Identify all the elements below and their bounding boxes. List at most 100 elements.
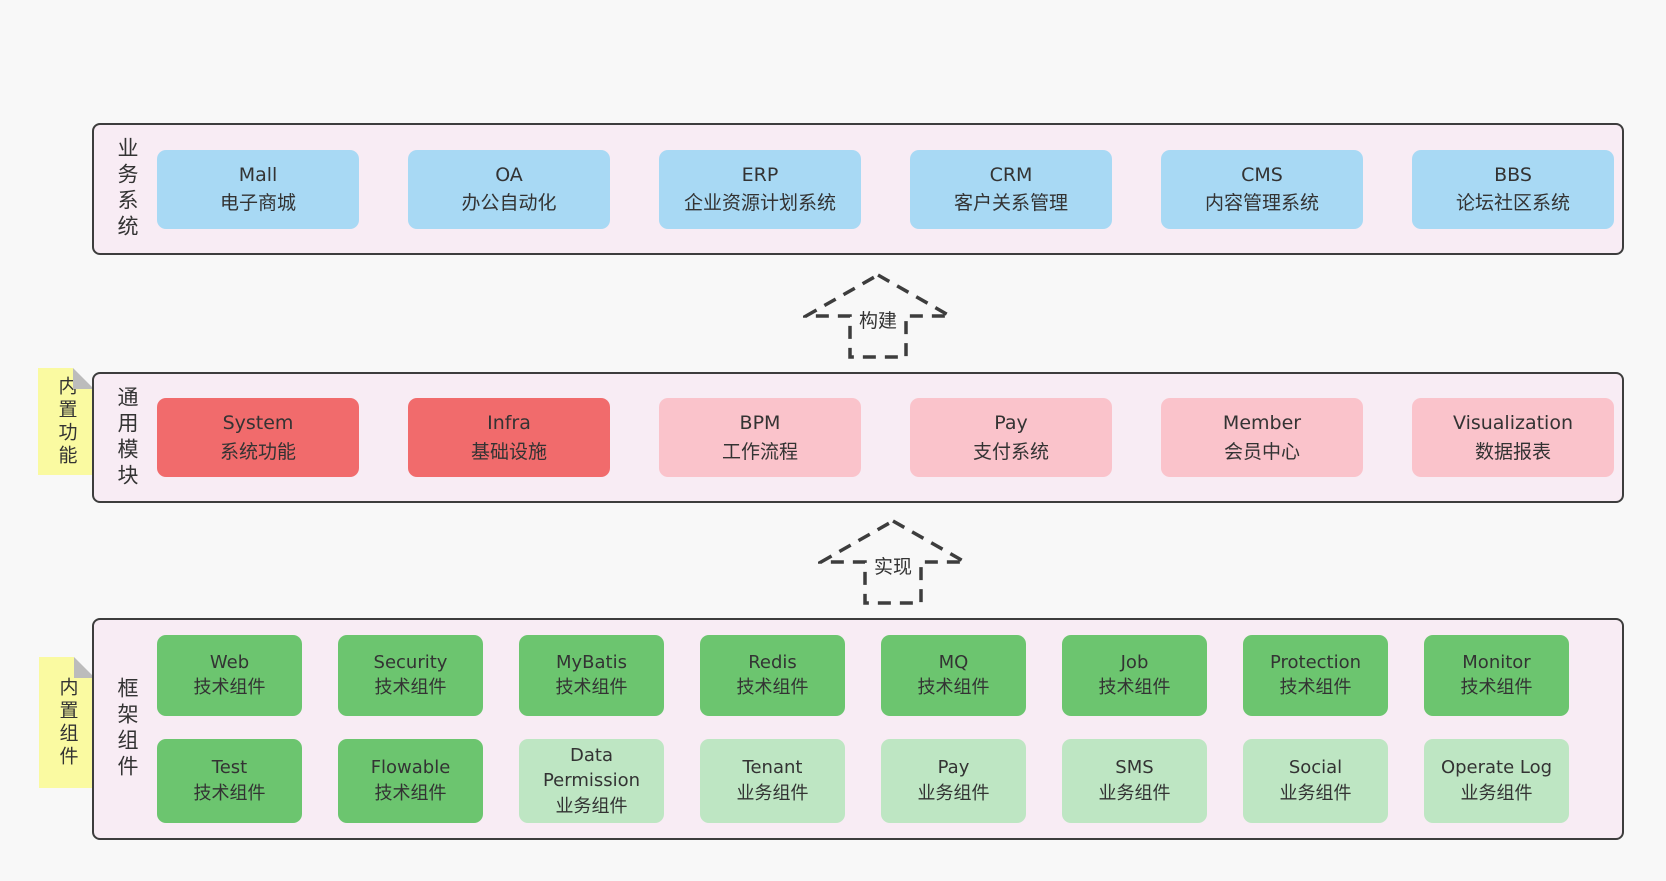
module-subtitle: 论坛社区系统 — [1455, 192, 1570, 214]
component-title: Social — [1288, 757, 1343, 779]
module-title: Member — [1222, 412, 1302, 434]
framework-components-row-1: Web 技术组件 Security 技术组件 MyBatis 技术组件 — [157, 634, 1569, 716]
component-subtitle: 技术组件 — [736, 677, 809, 699]
component-box: Job 技术组件 — [1062, 634, 1207, 716]
component-subtitle: 技术组件 — [917, 677, 990, 699]
component-subtitle: 技术组件 — [193, 782, 266, 804]
component-box: Web 技术组件 — [157, 634, 302, 716]
component-subtitle: 业务组件 — [1098, 782, 1171, 804]
sticky-note-builtin-features: 内置功能 — [38, 368, 94, 475]
sticky-note-label: 内置组件 — [56, 676, 79, 769]
module-title: Visualization — [1452, 412, 1573, 434]
component-title: MyBatis — [556, 651, 627, 673]
component-title: Flowable — [370, 757, 451, 779]
component-subtitle: 业务组件 — [1460, 782, 1533, 804]
module-box: Mall 电子商城 — [157, 149, 359, 229]
component-box: Monitor 技术组件 — [1424, 634, 1569, 716]
component-subtitle: 技术组件 — [1098, 677, 1171, 699]
module-box: BPM 工作流程 — [659, 398, 861, 477]
module-box: System 系统功能 — [157, 398, 359, 477]
module-subtitle: 基础设施 — [470, 440, 547, 463]
component-title: Security — [373, 651, 448, 673]
module-subtitle: 办公自动化 — [461, 192, 557, 214]
module-box: ERP 企业资源计划系统 — [659, 149, 861, 229]
component-box: Redis 技术组件 — [700, 634, 845, 716]
component-box: Flowable 技术组件 — [338, 738, 483, 824]
module-title: BBS — [1494, 163, 1532, 186]
common-modules-boxes: System 系统功能 Infra 基础设施 BPM 工作流程 Pay 支付系统 — [157, 398, 1614, 477]
component-title: Pay — [937, 757, 970, 779]
component-subtitle: 技术组件 — [1460, 677, 1533, 699]
module-title: BPM — [739, 412, 781, 434]
business-systems-boxes: Mall 电子商城 OA 办公自动化 ERP 企业资源计划系统 CRM 客户关系… — [157, 149, 1614, 229]
arrow-up-icon — [818, 518, 968, 605]
module-title: System — [222, 412, 294, 434]
sticky-note-label: 内置功能 — [55, 375, 78, 468]
component-subtitle: 技术组件 — [374, 782, 447, 804]
module-subtitle: 数据报表 — [1474, 440, 1551, 463]
module-subtitle: 支付系统 — [972, 440, 1049, 463]
build-arrow: 构建 — [803, 272, 953, 360]
component-subtitle: 业务组件 — [555, 795, 628, 817]
component-subtitle: 技术组件 — [374, 677, 447, 699]
component-box: MQ 技术组件 — [881, 634, 1026, 716]
framework-components-row-2: Test 技术组件 Flowable 技术组件 Data Permission … — [157, 738, 1569, 824]
folded-corner-icon — [74, 657, 95, 678]
module-box: CRM 客户关系管理 — [910, 149, 1112, 229]
module-subtitle: 电子商城 — [219, 192, 296, 214]
sticky-note-builtin-components: 内置组件 — [39, 657, 95, 788]
arrow-up-icon — [803, 272, 953, 359]
component-box: Tenant 业务组件 — [700, 738, 845, 824]
component-title: Test — [211, 757, 248, 779]
component-box: Protection 技术组件 — [1243, 634, 1388, 716]
component-title: Tenant — [742, 757, 803, 779]
band-label-business-systems: 业务系统 — [115, 137, 139, 241]
module-box: Member 会员中心 — [1161, 398, 1363, 477]
module-title: CRM — [989, 163, 1033, 186]
folded-corner-icon — [73, 368, 94, 389]
band-common-modules: 通用模块 System 系统功能 Infra 基础设施 BPM 工作流程 — [92, 372, 1624, 503]
module-title: Infra — [487, 412, 531, 434]
component-box: Operate Log 业务组件 — [1424, 738, 1569, 824]
component-title: Operate Log — [1440, 757, 1553, 779]
module-box: Infra 基础设施 — [408, 398, 610, 477]
component-title: SMS — [1115, 757, 1154, 779]
component-title: Redis — [748, 651, 797, 673]
implement-arrow-label: 实现 — [870, 552, 916, 579]
component-title: Protection — [1269, 651, 1362, 673]
band-business-systems: 业务系统 Mall 电子商城 OA 办公自动化 ERP 企业资源计划系统 — [92, 123, 1624, 255]
framework-components-rows: Web 技术组件 Security 技术组件 MyBatis 技术组件 — [157, 634, 1569, 824]
component-title: Monitor — [1462, 651, 1531, 673]
band-framework-components: 框架组件 Web 技术组件 Security 技术组件 MyBatis — [92, 618, 1624, 840]
component-box: Security 技术组件 — [338, 634, 483, 716]
module-box: CMS 内容管理系统 — [1161, 149, 1363, 229]
component-subtitle: 技术组件 — [1279, 677, 1352, 699]
module-title: Mall — [238, 163, 278, 186]
component-subtitle: 技术组件 — [193, 677, 266, 699]
component-title: Data Permission — [542, 744, 641, 792]
component-box: Pay 业务组件 — [881, 738, 1026, 824]
module-title: OA — [495, 163, 523, 186]
module-subtitle: 工作流程 — [721, 440, 798, 463]
component-subtitle: 业务组件 — [917, 782, 990, 804]
module-title: ERP — [741, 163, 779, 186]
module-subtitle: 企业资源计划系统 — [683, 192, 836, 214]
module-subtitle: 会员中心 — [1223, 440, 1300, 463]
component-box: Test 技术组件 — [157, 738, 302, 824]
module-subtitle: 客户关系管理 — [953, 192, 1068, 214]
component-title: Job — [1120, 651, 1149, 673]
component-box: SMS 业务组件 — [1062, 738, 1207, 824]
module-subtitle: 系统功能 — [219, 440, 296, 463]
band-label-common-modules: 通用模块 — [115, 385, 139, 490]
band-label-framework-components: 框架组件 — [115, 677, 139, 781]
module-subtitle: 内容管理系统 — [1204, 192, 1319, 214]
module-title: CMS — [1241, 163, 1283, 186]
build-arrow-label: 构建 — [855, 306, 901, 333]
module-title: Pay — [994, 412, 1028, 434]
component-subtitle: 技术组件 — [555, 677, 628, 699]
component-box: Data Permission 业务组件 — [519, 738, 664, 824]
module-box: OA 办公自动化 — [408, 149, 610, 229]
component-box: Social 业务组件 — [1243, 738, 1388, 824]
component-subtitle: 业务组件 — [736, 782, 809, 804]
